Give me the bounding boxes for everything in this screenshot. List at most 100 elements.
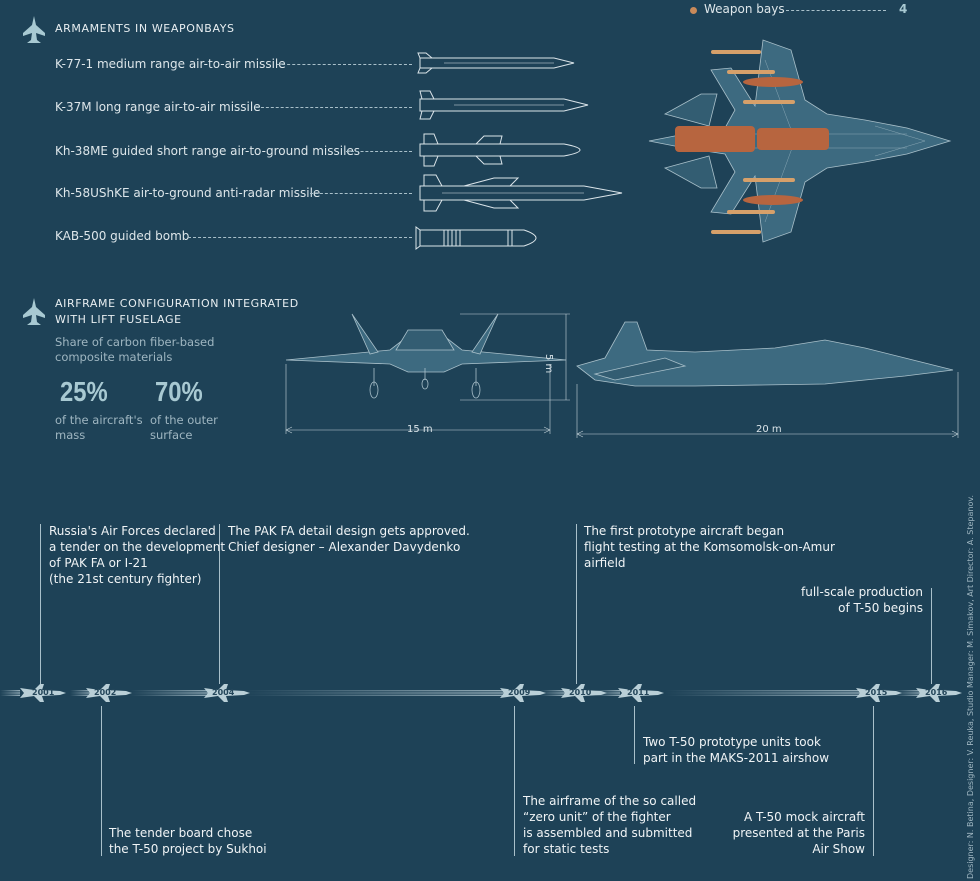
stat-mass-line1: of the aircraft's [55, 413, 143, 427]
connector-line [219, 524, 220, 684]
event-line: of PAK FA or I-21 [49, 556, 148, 570]
aircraft-front-view [285, 313, 570, 434]
event-2009: The airframe of the so called “zero unit… [523, 793, 696, 857]
stat-surface-line1: of the outer [150, 413, 218, 427]
jet-silhouette-icon [23, 298, 45, 325]
event-line: presented at the Paris [732, 826, 865, 840]
event-2015: A T-50 mock aircraft presented at the Pa… [705, 809, 865, 857]
missile-kh58-icon [419, 174, 623, 212]
jet-2009-icon [500, 684, 546, 702]
bomb-kab500-icon [415, 226, 537, 250]
year-label-2001: 2001 [32, 688, 55, 697]
weapon-leader [256, 107, 412, 108]
event-line: The tender board chose [109, 826, 253, 840]
connector-line [634, 706, 635, 764]
event-line: full-scale production [801, 585, 923, 599]
connector-line [514, 706, 515, 856]
airframe-title: AIRFRAME CONFIGURATION INTEGRATED WITH L… [55, 296, 299, 328]
event-2010: The first prototype aircraft began fligh… [584, 523, 835, 571]
event-line: Two T-50 prototype units took [643, 735, 821, 749]
timeline-track [0, 684, 962, 702]
composite-share-line2: composite materials [55, 350, 173, 364]
year-label-2011: 2011 [627, 688, 650, 697]
armaments-title: ARMAMENTS IN WEAPONBAYS [55, 22, 235, 35]
missile-kh38me-icon [419, 133, 581, 167]
event-line: The airframe of the so called [523, 794, 697, 808]
aircraft-side-view [576, 321, 959, 438]
connector-line [931, 588, 932, 684]
weapon-bay-icon [675, 77, 829, 205]
event-line: the T-50 project by Sukhoi [109, 842, 267, 856]
jet-silhouette-icon [23, 16, 45, 43]
weapon-label-kh58: Kh-58UShKE air-to-ground anti-radar miss… [55, 186, 321, 200]
weapon-leader [188, 237, 412, 238]
jet-2002-icon [86, 684, 132, 702]
stat-mass-caption: of the aircraft's mass [55, 413, 143, 443]
event-2011: Two T-50 prototype units took part in th… [643, 734, 829, 766]
stat-surface-line2: surface [150, 428, 193, 442]
dimension-height: 5 m [543, 354, 554, 374]
event-line: part in the MAKS-2011 airshow [643, 751, 830, 765]
event-line: A T-50 mock aircraft [743, 810, 865, 824]
composite-share-line1: Share of carbon fiber-based [55, 335, 215, 349]
weapon-bay-dot-icon [690, 7, 697, 14]
credits: Designer: N. Betina, Designer: V. Reuka,… [966, 494, 975, 879]
front-dimension-lines [285, 313, 570, 434]
event-2016: full-scale production of T-50 begins [763, 584, 923, 616]
jet-2016-icon [916, 684, 962, 702]
stat-mass-value: 25% [60, 376, 108, 407]
event-line: of T-50 begins [838, 601, 923, 615]
legend-leader [786, 10, 886, 11]
missile-k77-icon [417, 52, 575, 74]
year-label-2009: 2009 [508, 688, 531, 697]
event-line: Russia's Air Forces declared [49, 524, 216, 538]
year-label-2015: 2015 [865, 688, 888, 697]
connector-line [101, 706, 102, 856]
timeline-jets [20, 684, 962, 702]
weapon-label-k37m: K-37M long range air-to-air missile [55, 100, 261, 114]
weapon-leader [277, 64, 412, 65]
legend: Weapon bays 4 [690, 2, 910, 18]
airframe-title-line2: WITH LIFT FUSELAGE [55, 313, 182, 326]
event-line: Air Show [812, 842, 865, 856]
stat-surface-value: 70% [155, 376, 203, 407]
year-label-2010: 2010 [569, 688, 592, 697]
weapon-drawings [415, 52, 623, 250]
year-label-2004: 2004 [212, 688, 235, 697]
connector-line [873, 706, 874, 856]
event-line: is assembled and submitted [523, 826, 693, 840]
weapon-leader [346, 151, 412, 152]
event-line: a tender on the development [49, 540, 226, 554]
weapon-label-kh38me: Kh-38ME guided short range air-to-ground… [55, 144, 361, 158]
event-line: for static tests [523, 842, 610, 856]
event-line: “zero unit” of the fighter [523, 810, 671, 824]
dimension-width: 15 m [407, 424, 433, 435]
year-label-2016: 2016 [925, 688, 948, 697]
weapon-label-k77: K-77-1 medium range air-to-air missile [55, 57, 286, 71]
missile-k37m-icon [419, 90, 589, 120]
event-line: Chief designer – Alexander Davydenko [228, 540, 461, 554]
legend-label: Weapon bays [704, 2, 785, 16]
composite-share-caption: Share of carbon fiber-based composite ma… [55, 335, 214, 365]
dimension-length: 20 m [756, 424, 782, 435]
airframe-title-line1: AIRFRAME CONFIGURATION INTEGRATED [55, 297, 299, 310]
event-line: airfield [584, 556, 626, 570]
legend-value: 4 [899, 2, 908, 16]
weapon-leader [310, 193, 412, 194]
stat-surface-caption: of the outer surface [150, 413, 218, 443]
aircraft-top-view [648, 39, 952, 243]
connector-line [576, 524, 577, 684]
year-label-2002: 2002 [94, 688, 117, 697]
jet-2001-icon [20, 684, 66, 702]
jet-2010-icon [561, 684, 607, 702]
event-line: The first prototype aircraft began [584, 524, 785, 538]
weapon-label-kab500: KAB-500 guided bomb [55, 229, 190, 243]
jet-2015-icon [856, 684, 902, 702]
event-2002: The tender board chose the T-50 project … [109, 825, 267, 857]
jet-2004-icon [204, 684, 250, 702]
event-2001: Russia's Air Forces declared a tender on… [49, 523, 225, 587]
stat-mass-line2: mass [55, 428, 86, 442]
event-line: (the 21st century fighter) [49, 572, 202, 586]
event-line: The PAK FA detail design gets approved. [228, 524, 470, 538]
side-dimension-lines [576, 372, 959, 438]
